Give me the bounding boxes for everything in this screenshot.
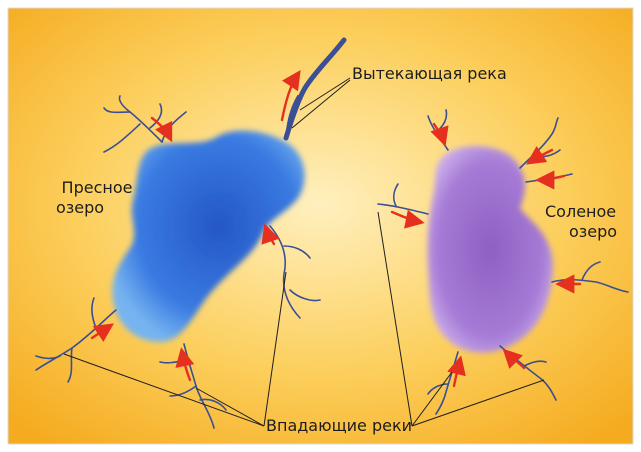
salt-lake-label-line2: озеро xyxy=(545,222,625,242)
outflow-river-label: Вытекающая река xyxy=(352,64,507,84)
fresh-lake-label-line2: озеро xyxy=(42,198,152,218)
inflow-rivers-label: Впадающие реки xyxy=(266,416,412,436)
fresh-lake-label: Пресное озеро xyxy=(42,178,152,218)
background-panel xyxy=(8,8,633,444)
salt-lake-label-line1: Соленое xyxy=(545,202,625,222)
salt-lake-label: Соленое озеро xyxy=(545,202,625,242)
fresh-lake-label-line1: Пресное xyxy=(42,178,152,198)
